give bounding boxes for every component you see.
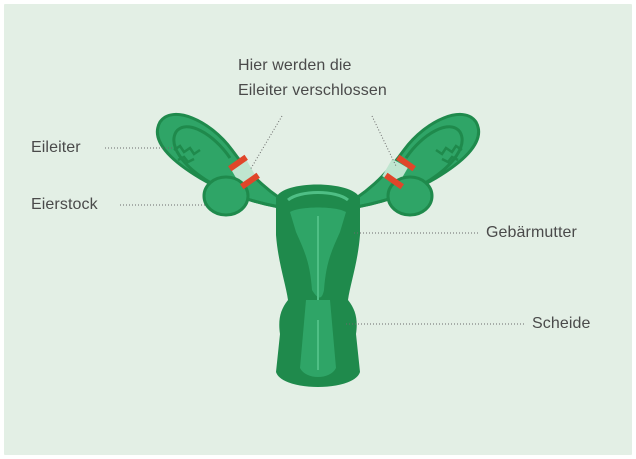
sterilization-caption-line1: Hier werden die — [238, 53, 387, 78]
label-scheide: Scheide — [532, 314, 591, 334]
leader-title-left — [250, 116, 282, 170]
label-eierstock: Eierstock — [31, 195, 98, 215]
label-gebaermutter: Gebärmutter — [486, 223, 577, 243]
leader-title-right — [372, 116, 396, 166]
sterilization-caption: Hier werden die Eileiter verschlossen — [238, 53, 387, 103]
uterus-and-vagina — [276, 185, 360, 388]
label-eileiter: Eileiter — [31, 138, 81, 158]
sterilization-caption-line2: Eileiter verschlossen — [238, 78, 387, 103]
left-ovary — [204, 177, 248, 215]
